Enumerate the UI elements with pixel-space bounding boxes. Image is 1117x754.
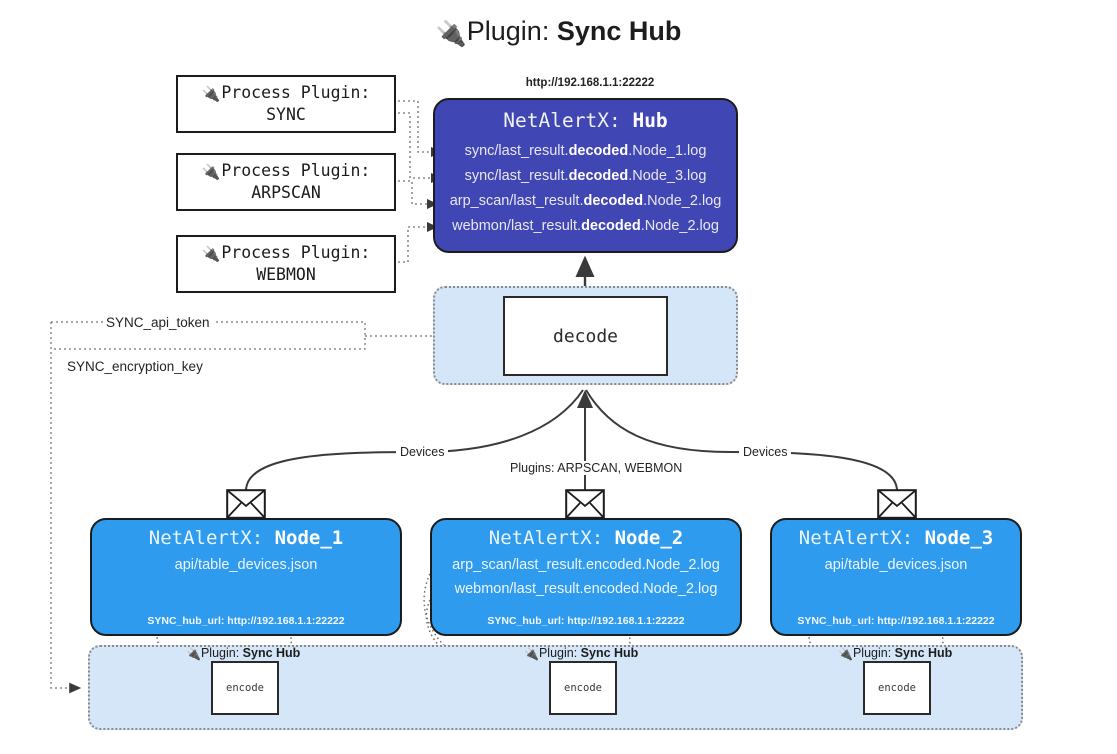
- envelope-icon: [565, 489, 605, 519]
- page-title: 🔌Plugin: Sync Hub: [0, 16, 1117, 49]
- label-sync-api-token: SYNC_api_token: [103, 315, 213, 330]
- hub-log-line: sync/last_result.decoded.Node_1.log: [464, 143, 707, 159]
- process-plugin-arpscan-line2: ARPSCAN: [251, 183, 321, 203]
- node-3-title: NetAlertX: Node_3: [798, 527, 994, 549]
- label-sync-encryption-key: SYNC_encryption_key: [64, 359, 206, 374]
- encode-box-2[interactable]: encode: [549, 661, 617, 715]
- node-2-footer: SYNC_hub_url: http://192.168.1.1:22222: [487, 615, 685, 627]
- hub-title-prefix: NetAlertX:: [503, 109, 621, 132]
- node-card-node-2[interactable]: NetAlertX: Node_2 arp_scan/last_result.e…: [430, 518, 742, 636]
- envelope-icon: [877, 489, 917, 519]
- page-title-prefix: Plugin:: [466, 16, 550, 46]
- process-plugin-arpscan[interactable]: 🔌Process Plugin: ARPSCAN: [176, 153, 396, 211]
- hub-log-line: arp_scan/last_result.decoded.Node_2.log: [449, 192, 722, 209]
- plug-icon: 🔌: [201, 245, 221, 263]
- process-plugin-sync-line1: 🔌Process Plugin:: [201, 83, 371, 103]
- node-1-footer: SYNC_hub_url: http://192.168.1.1:22222: [147, 615, 345, 627]
- node-3-footer: SYNC_hub_url: http://192.168.1.1:22222: [797, 615, 995, 627]
- encode-plugin-label-3: 🔌Plugin: Sync Hub: [838, 646, 953, 661]
- label-devices-left: Devices: [396, 445, 449, 459]
- node-card-node-1[interactable]: NetAlertX: Node_1 api/table_devices.json…: [90, 518, 402, 636]
- process-plugin-sync-line2: SYNC: [266, 105, 306, 125]
- plug-icon: 🔌: [524, 647, 539, 661]
- hub-title-name: Hub: [632, 109, 668, 132]
- encode-box-1[interactable]: encode: [211, 661, 279, 715]
- plug-icon: 🔌: [201, 163, 221, 181]
- encode-plugin-label-2: 🔌Plugin: Sync Hub: [524, 646, 639, 661]
- decode-box[interactable]: decode: [503, 296, 668, 376]
- node-2-line: webmon/last_result.encoded.Node_2.log: [454, 581, 718, 598]
- plug-icon: 🔌: [186, 647, 201, 661]
- hub-card[interactable]: NetAlertX: Hub sync/last_result.decoded.…: [433, 98, 738, 253]
- encode-box-3[interactable]: encode: [863, 661, 931, 715]
- hub-log-line: sync/last_result.decoded.Node_3.log: [464, 167, 707, 184]
- hub-url-label: http://192.168.1.1:22222: [525, 77, 655, 89]
- process-plugin-webmon-line2: WEBMON: [256, 265, 316, 285]
- label-devices-right: Devices: [739, 445, 792, 459]
- node-3-line: api/table_devices.json: [824, 557, 968, 573]
- plug-icon: 🔌: [435, 20, 467, 48]
- plug-icon: 🔌: [838, 647, 853, 661]
- page-title-name: Sync Hub: [556, 16, 682, 46]
- process-plugin-webmon-line1: 🔌Process Plugin:: [201, 243, 371, 263]
- encode-plugin-label-1: 🔌Plugin: Sync Hub: [186, 646, 301, 661]
- envelope-icon: [226, 489, 266, 519]
- label-plugins-center: Plugins: ARPSCAN, WEBMON: [506, 461, 687, 475]
- process-plugin-webmon[interactable]: 🔌Process Plugin: WEBMON: [176, 235, 396, 293]
- hub-log-line: webmon/last_result.decoded.Node_2.log: [452, 217, 719, 234]
- process-plugin-sync[interactable]: 🔌Process Plugin: SYNC: [176, 75, 396, 133]
- node-2-title: NetAlertX: Node_2: [488, 527, 684, 549]
- node-card-node-3[interactable]: NetAlertX: Node_3 api/table_devices.json…: [770, 518, 1022, 636]
- process-plugin-arpscan-line1: 🔌Process Plugin:: [201, 161, 371, 181]
- plug-icon: 🔌: [201, 85, 221, 103]
- node-1-title: NetAlertX: Node_1: [148, 527, 344, 549]
- node-2-line: arp_scan/last_result.encoded.Node_2.log: [452, 557, 720, 573]
- node-1-line: api/table_devices.json: [174, 557, 318, 573]
- hub-title: NetAlertX: Hub: [435, 109, 736, 132]
